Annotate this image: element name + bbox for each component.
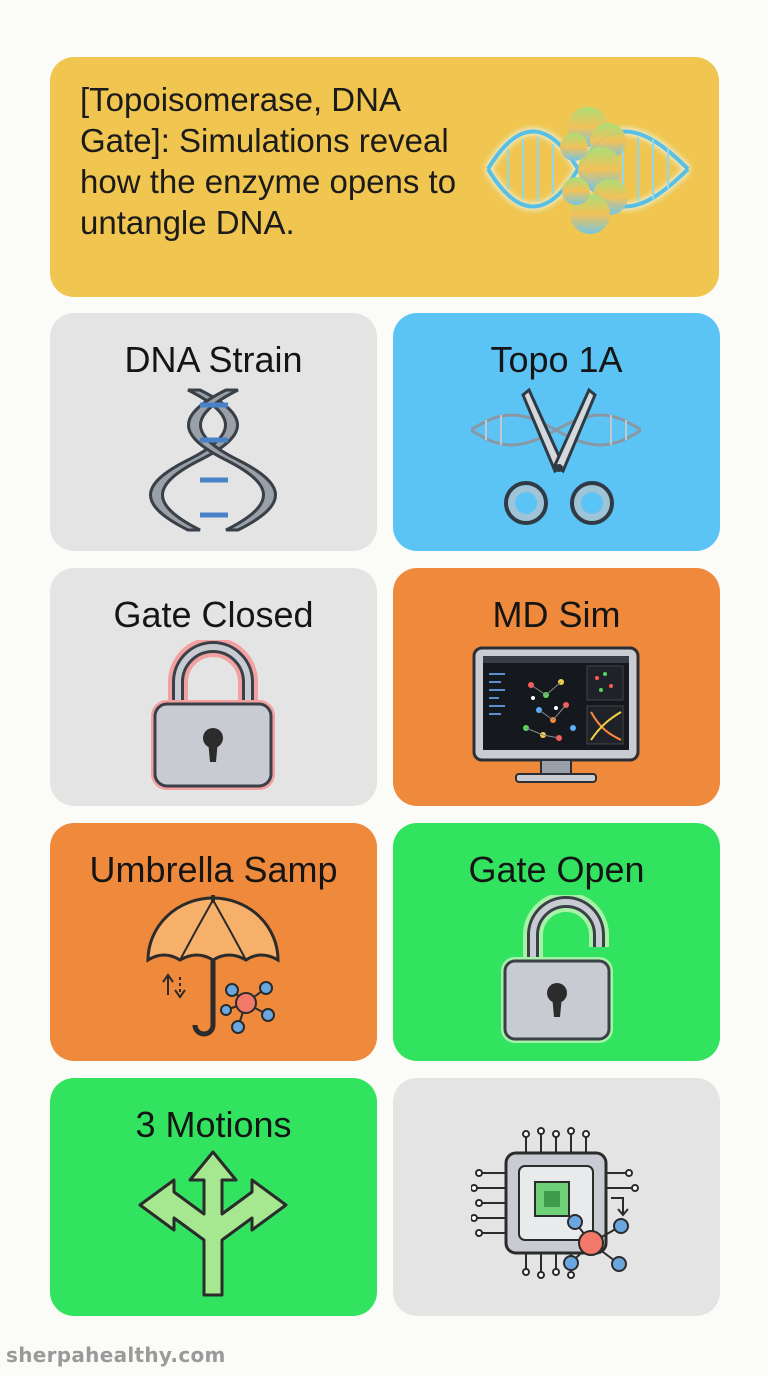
tile-label: MD Sim bbox=[492, 594, 621, 635]
tile-md-sim: MD Sim bbox=[393, 568, 720, 806]
scissors-dna-icon bbox=[471, 387, 641, 525]
tile-label: Gate Open bbox=[468, 849, 645, 890]
tile-label: Umbrella Samp bbox=[89, 849, 338, 890]
locked-padlock-icon bbox=[151, 640, 275, 790]
tile-3-motions: 3 Motions bbox=[50, 1078, 377, 1316]
tile-dna-strain: DNA Strain bbox=[50, 313, 377, 551]
dna-helix-icon bbox=[149, 388, 277, 532]
branching-arrows-icon bbox=[138, 1150, 288, 1297]
umbrella-molecule-icon bbox=[146, 895, 280, 1037]
unlocked-padlock-icon bbox=[501, 895, 613, 1043]
tile-chip-network bbox=[393, 1078, 720, 1316]
title-text: [Topoisomerase, DNA Gate]: Simulations r… bbox=[80, 81, 457, 241]
footer-watermark[interactable]: sherpahealthy.com bbox=[6, 1343, 226, 1367]
title-card: [Topoisomerase, DNA Gate]: Simulations r… bbox=[50, 57, 719, 297]
dna-protein-icon bbox=[484, 107, 691, 234]
tile-gate-closed: Gate Closed bbox=[50, 568, 377, 806]
computer-monitor-icon bbox=[472, 646, 640, 783]
tile-label: 3 Motions bbox=[135, 1104, 292, 1145]
tile-gate-open: Gate Open bbox=[393, 823, 720, 1061]
chip-network-icon bbox=[471, 1127, 639, 1279]
tile-label: DNA Strain bbox=[124, 339, 303, 380]
tile-label: Topo 1A bbox=[490, 339, 623, 380]
tile-umbrella-samp: Umbrella Samp bbox=[50, 823, 377, 1061]
tile-label: Gate Closed bbox=[113, 594, 314, 635]
tile-topo-1a: Topo 1A bbox=[393, 313, 720, 551]
